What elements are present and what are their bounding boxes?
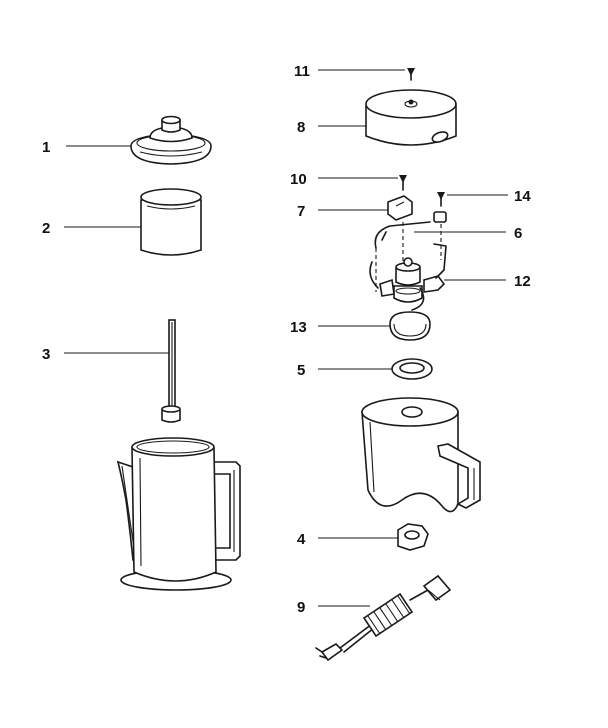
label-part-11: 11 — [294, 63, 310, 80]
label-part-5: 5 — [297, 362, 305, 379]
part-3-pump-stem — [161, 319, 181, 423]
part-9-power-cord — [315, 574, 452, 662]
label-part-10: 10 — [290, 171, 307, 188]
part-5-washer — [391, 358, 433, 380]
leader-lines — [64, 69, 508, 607]
label-part-3: 3 — [42, 346, 50, 363]
part-2-basket — [140, 188, 202, 256]
label-part-8: 8 — [297, 119, 305, 136]
base-housing — [361, 397, 481, 513]
part-8-base-cover — [365, 89, 457, 146]
part-1-lid — [130, 115, 212, 165]
label-part-14: 14 — [514, 188, 531, 205]
label-part-2: 2 — [42, 220, 50, 237]
label-part-1: 1 — [42, 139, 50, 156]
label-part-9: 9 — [297, 599, 305, 616]
percolator-pot — [116, 437, 241, 591]
label-part-12: 12 — [514, 273, 531, 290]
heater-assembly — [369, 175, 447, 311]
label-part-6: 6 — [514, 225, 522, 242]
part-11-screw — [407, 68, 415, 81]
label-part-13: 13 — [290, 319, 307, 336]
part-13-gasket — [389, 311, 431, 341]
part-labels: 1 2 3 11 8 10 7 14 6 12 13 5 4 9 — [42, 63, 531, 616]
label-part-4: 4 — [297, 531, 306, 548]
part-4-nut — [397, 523, 429, 551]
label-part-7: 7 — [297, 203, 305, 220]
